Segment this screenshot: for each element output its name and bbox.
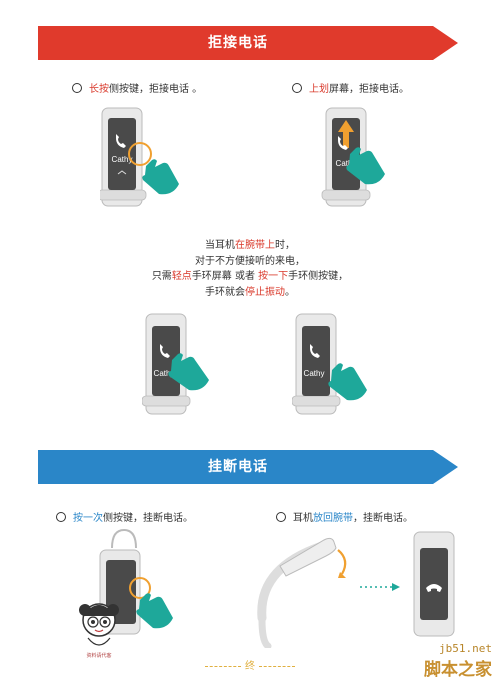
bullet-circle-icon <box>292 83 302 93</box>
phone-icon <box>116 134 126 148</box>
notice-text: 当耳机在腕带上时， 对于不方便接听的来电， 只需轻点手环屏幕 或者 按一下手环侧… <box>100 238 400 300</box>
banner-arrow-shape <box>38 26 458 60</box>
step-highlight: 长按 <box>89 84 109 95</box>
banner-title: 拒接电话 <box>208 35 268 51</box>
step-long-press: 长按侧按键，拒接电话 。 <box>72 80 202 95</box>
dotted-arrow-icon <box>360 583 400 591</box>
caller-name-label: Cathy <box>154 369 175 378</box>
earpiece <box>279 537 337 577</box>
mascot-sticker: 资料请代客 <box>76 598 122 664</box>
caller-name-label: Cathy <box>112 155 133 164</box>
notice-line-4: 手环就会停止振动。 <box>205 286 295 298</box>
watermark-site: jb51.net <box>439 642 492 655</box>
hand-pointer-icon <box>346 147 385 185</box>
earpiece-return-figure <box>257 537 347 648</box>
step-highlight: 按一次 <box>73 513 103 524</box>
step-return-earpiece: 耳机放回腕带，挂断电话。 <box>276 509 413 524</box>
band-long-press-figure: Cathy <box>100 107 179 207</box>
press-highlight-circle <box>128 142 152 166</box>
step-text: ，挂断电话。 <box>353 513 413 524</box>
phone-icon <box>160 344 170 358</box>
caller-name-label: Cathy <box>304 369 325 378</box>
banner-hang-up: 挂断电话 <box>38 450 458 484</box>
step-highlight: 放回腕带 <box>313 513 353 524</box>
band-swipe-up-figure: Cathy <box>321 107 385 207</box>
notice-line-3: 只需轻点手环屏幕 或者 按一下手环侧按键， <box>151 271 349 282</box>
phone-icon <box>338 136 348 150</box>
bullet-circle-icon <box>72 83 82 93</box>
hand-pointer-icon <box>142 159 179 195</box>
hand-pointer-icon <box>168 353 209 391</box>
watermark: jb51.net 脚本之家 <box>424 642 492 680</box>
step-text: 耳机 <box>293 513 313 524</box>
step-swipe-up: 上划屏幕，拒接电话。 <box>292 80 409 95</box>
step-highlight: 上划 <box>309 84 329 95</box>
press-highlight-circle <box>129 577 151 599</box>
bullet-circle-icon <box>276 512 286 522</box>
lanyard <box>111 528 137 549</box>
caller-name-label: Cathy <box>336 159 357 168</box>
notice-line-1: 当耳机在腕带上时， <box>205 240 295 251</box>
banner-reject-call: 拒接电话 <box>38 26 458 60</box>
banner-title: 挂断电话 <box>208 459 268 475</box>
band-hang-up-figure <box>413 531 455 637</box>
return-arrow-icon <box>337 549 347 575</box>
phone-icon <box>310 344 320 358</box>
banner-arrow-shape <box>38 450 458 484</box>
step-press-once: 按一次侧按键，挂断电话。 <box>56 509 193 524</box>
swipe-up-arrow-icon <box>338 120 354 148</box>
watermark-name: 脚本之家 <box>424 660 492 680</box>
footer-end-mark: 终 <box>200 657 300 672</box>
step-text: 屏幕，拒接电话。 <box>329 84 409 95</box>
notice-line-2: 对于不方便接听的来电， <box>195 255 305 267</box>
hang-up-phone-icon <box>426 584 442 592</box>
band-press-key-figure: Cathy <box>292 313 367 415</box>
bullet-circle-icon <box>56 512 66 522</box>
band-tap-screen-figure: Cathy <box>142 313 209 415</box>
step-text: 侧按键，挂断电话。 <box>103 513 193 524</box>
hand-pointer-icon <box>136 593 173 629</box>
step-text: 侧按键，拒接电话 。 <box>109 84 203 95</box>
hand-pointer-icon <box>328 363 367 401</box>
end-label: 终 <box>245 661 255 672</box>
